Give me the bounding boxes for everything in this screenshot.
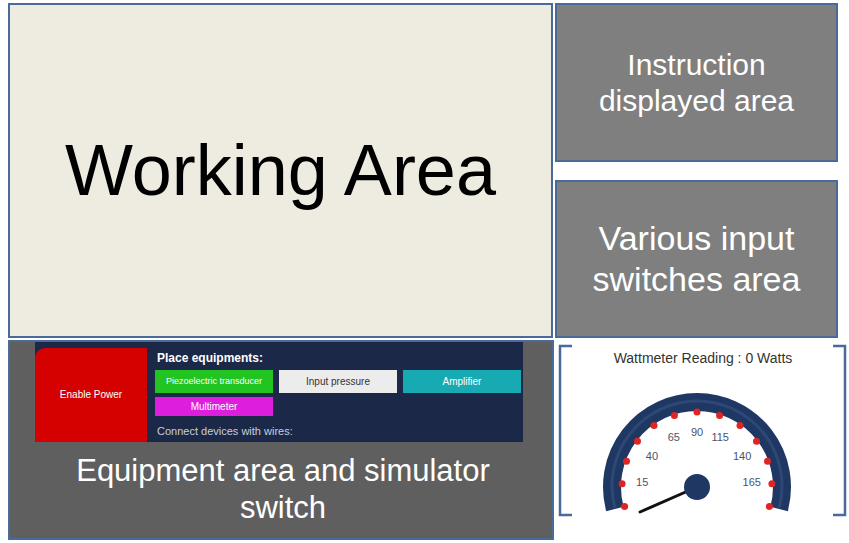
node-text: Instruction displayed area [577,47,817,119]
node-text: Enable Power [60,389,122,401]
node-text: Working Area [65,127,496,213]
power-switch: Enable Power [35,348,147,442]
equipment-button: Amplifier [403,370,521,393]
gauge-scale-number: 65 [668,431,680,443]
node-text: Input pressure [306,376,370,388]
node-text: Place equipments: [157,351,457,365]
gauge-scale-number: 40 [646,450,658,462]
node-text: Amplifier [443,376,482,388]
simulator-screenshot: Place equipments: Connect devices with wi… [35,342,523,442]
gauge-scale-number: 90 [691,426,703,438]
gauge-scale-number: 165 [743,476,761,488]
node-text: Various input switches area [566,218,828,300]
node-text: Piezoelectric transducer [166,377,262,386]
gauge-scale-number: 140 [733,450,751,462]
node-text: Multimeter [191,401,238,413]
equipment-button: Input pressure [279,370,397,393]
gauge-scale-number: 115 [711,431,729,443]
equipment-button: Piezoelectric transducer [155,370,273,393]
node-text: Wattmeter Reading : 0 Watts [563,350,843,367]
input-switches-box: Various input switches area [555,180,838,338]
equipment-button: Multimeter [155,397,273,416]
equipment-area-box: Equipment area and simulator switch Place… [8,340,554,540]
gauge-scale-number: 15 [636,476,648,488]
node-text: Connect devices with wires: [157,425,457,438]
node-text: Equipment area and simulator switch [48,452,518,526]
working-area-box: Working Area [8,3,553,338]
instruction-area-box: Instruction displayed area [555,3,838,162]
